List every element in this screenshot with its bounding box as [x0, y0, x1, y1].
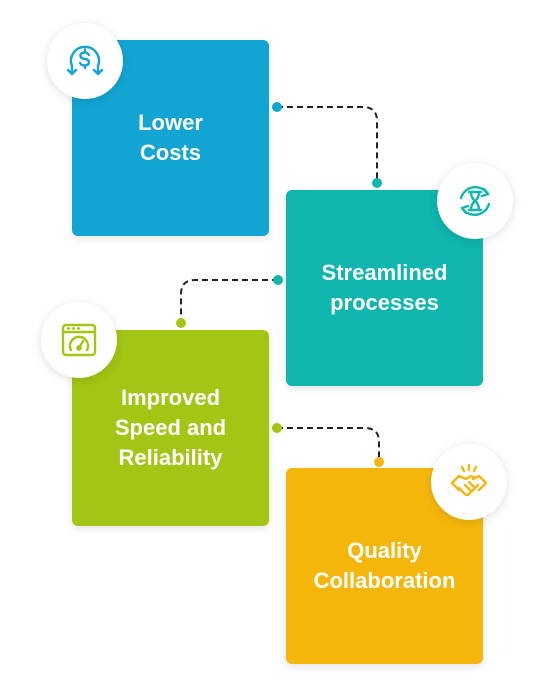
step-card-streamlined-processes: Streamlined processes [286, 190, 483, 386]
handshake-icon [431, 444, 507, 520]
connector-dot [272, 102, 282, 112]
connector-dot [273, 275, 283, 285]
dollar-cycle-icon [47, 23, 123, 99]
connector-3-4 [277, 427, 380, 462]
step-label: Quality Collaboration [313, 538, 456, 593]
connector-1-2 [277, 106, 378, 182]
speed-gauge-icon [41, 302, 117, 378]
connector-dot [374, 457, 384, 467]
step-label: Streamlined processes [321, 260, 448, 315]
connector-2-3 [180, 279, 278, 323]
connector-dot [372, 178, 382, 188]
step-label: Lower Costs [138, 110, 203, 165]
connector-dot [176, 318, 186, 328]
process-cycle-icon [437, 163, 513, 239]
step-label: Improved Speed and Reliability [114, 385, 227, 470]
connector-dot [272, 423, 282, 433]
